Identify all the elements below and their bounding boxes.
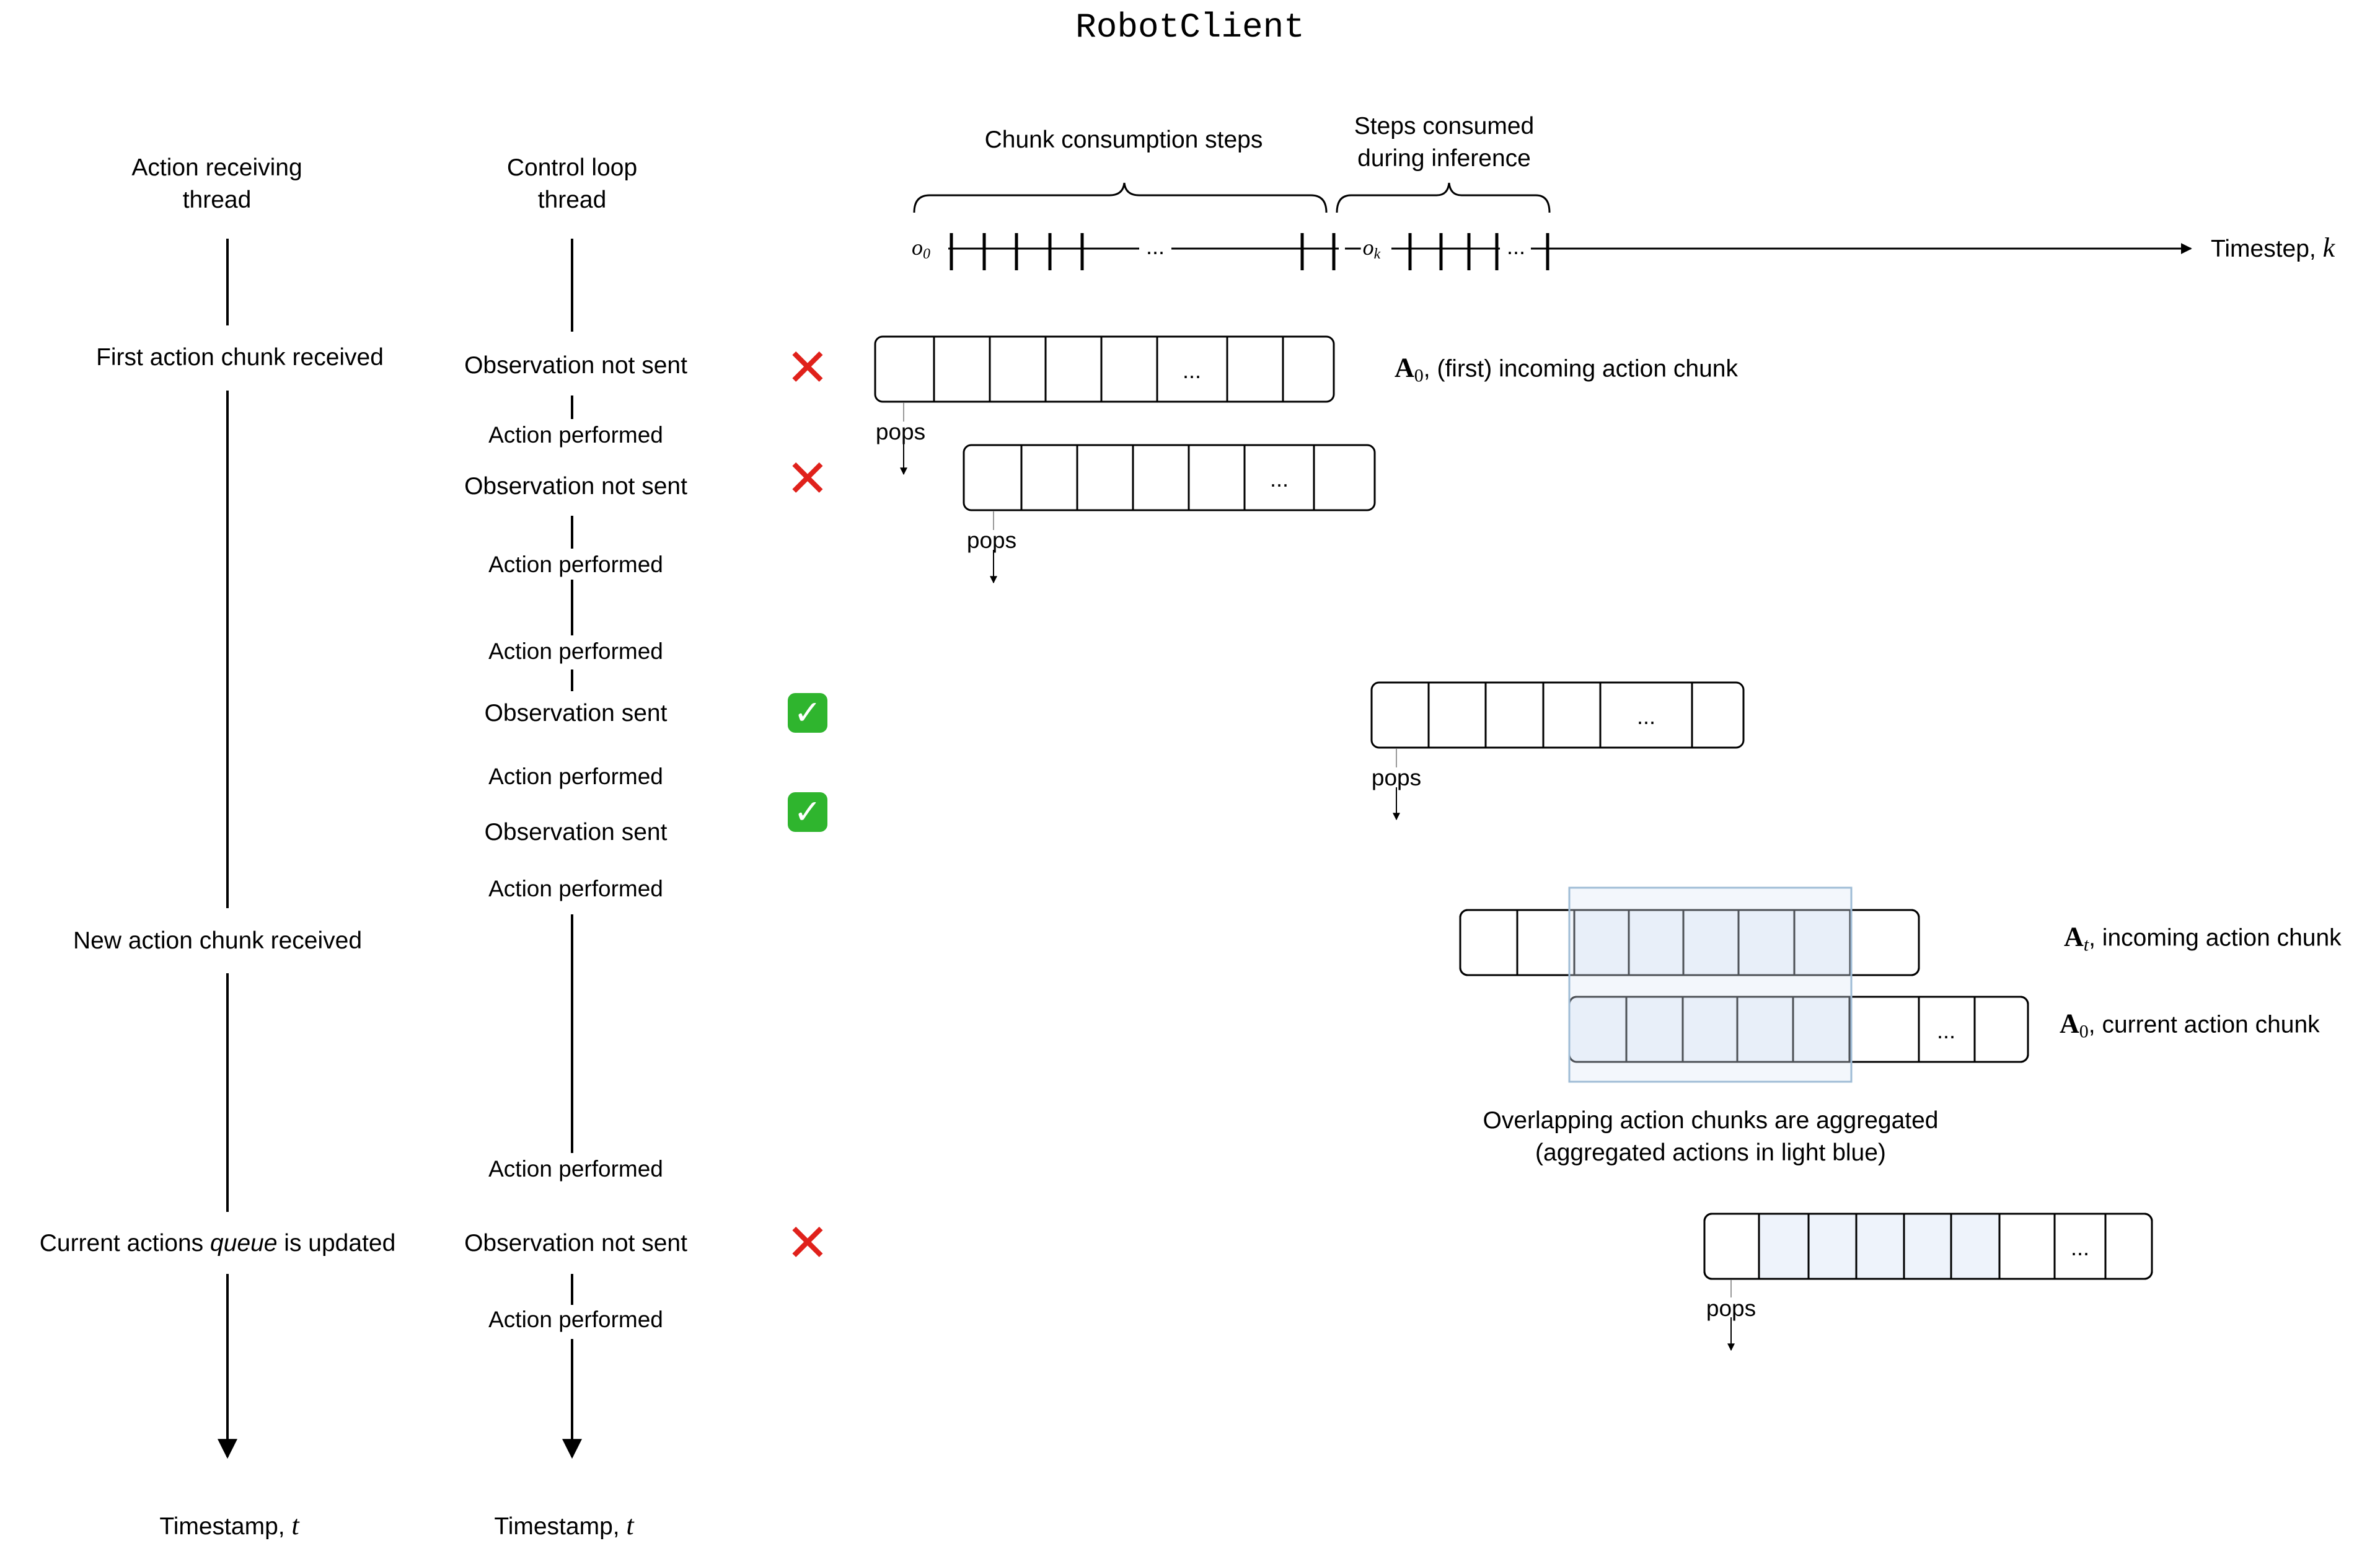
label-current-chunk-A0: A0, current action chunk: [2060, 1008, 2320, 1042]
chunk-ellipsis: ...: [2070, 1235, 2090, 1260]
brace-chunk-consumption: [913, 182, 1328, 213]
pops-label: pops: [875, 419, 926, 444]
control-obs-sent-2: Observation sent: [484, 819, 668, 846]
chunk-after-pop-1: [963, 444, 1376, 511]
check-icon: ✓: [788, 792, 827, 832]
timestep-ticks: [950, 233, 1549, 270]
control-action-performed-7: Action performed: [488, 1307, 663, 1332]
brace-label-chunk-consumption: Chunk consumption steps: [984, 126, 1263, 153]
control-action-performed-6: Action performed: [488, 1156, 663, 1182]
footer-timestamp-right: Timestamp, t: [494, 1510, 634, 1540]
event-first-chunk-received: First action chunk received: [96, 344, 384, 371]
control-obs-sent-1: Observation sent: [484, 700, 668, 727]
control-obs-not-sent-2: Observation not sent: [464, 473, 687, 500]
control-action-performed-1: Action performed: [485, 419, 667, 451]
chunk-ellipsis: ...: [1269, 466, 1289, 492]
control-obs-not-sent-1: Observation not sent: [464, 352, 687, 379]
tick-label-o0: o0: [910, 234, 932, 263]
pops-label: pops: [1371, 765, 1422, 790]
label-first-incoming-chunk: A0, (first) incoming action chunk: [1395, 352, 1738, 386]
control-obs-not-sent-3: Observation not sent: [464, 1230, 687, 1257]
chunk-ellipsis: ...: [1636, 704, 1656, 729]
chunk-ellipsis: ...: [1182, 358, 1202, 383]
timeline-ellipsis-2: ...: [1505, 234, 1527, 260]
cross-icon: ✕: [785, 448, 830, 509]
cross-icon: ✕: [785, 337, 830, 398]
chunk-current-A0: [1568, 996, 2029, 1063]
cross-icon: ✕: [785, 1213, 830, 1273]
pops-label: pops: [966, 528, 1017, 553]
control-action-performed-3: Action performed: [488, 639, 663, 664]
header-control-loop-thread: Control loop thread: [506, 154, 638, 213]
timeline-braces: [913, 182, 1551, 213]
control-action-performed-2: Action performed: [488, 552, 663, 577]
brace-inference: [1336, 182, 1551, 213]
label-incoming-chunk-At: At, incoming action chunk: [2064, 921, 2342, 955]
timestep-axis: [948, 233, 2192, 270]
tick-label-ok: ok: [1360, 234, 1383, 263]
pop-arrows: [900, 403, 1735, 1351]
timeline-ellipsis: ...: [1143, 234, 1168, 260]
control-action-performed-4: Action performed: [485, 761, 667, 793]
header-action-receiving-thread: Action receiving thread: [131, 154, 302, 213]
event-queue-updated: Current actions queue is updated: [39, 1230, 396, 1257]
pops-label: pops: [1706, 1296, 1756, 1321]
chunk-updated-queue: [1703, 1213, 2153, 1280]
control-action-performed-5: Action performed: [485, 873, 667, 905]
aggregation-caption: Overlapping action chunks are aggregated…: [1483, 1107, 1939, 1166]
footer-timestamp-left: Timestamp, t: [159, 1510, 299, 1540]
check-icon: ✓: [788, 693, 827, 733]
event-new-chunk-received: New action chunk received: [73, 927, 363, 954]
chunk-after-pop-3: [1370, 681, 1745, 749]
chunk-ellipsis: ...: [1936, 1018, 1956, 1043]
chunk-first-incoming: [874, 335, 1335, 403]
diagram-title: RobotClient: [1075, 7, 1305, 47]
axis-label-timestep: Timestep, k: [2211, 232, 2335, 263]
aggregation-overlap-region: [1568, 886, 1853, 1083]
chunk-incoming-At: [1459, 909, 1920, 976]
brace-label-inference: Steps consumed during inference: [1354, 113, 1535, 172]
